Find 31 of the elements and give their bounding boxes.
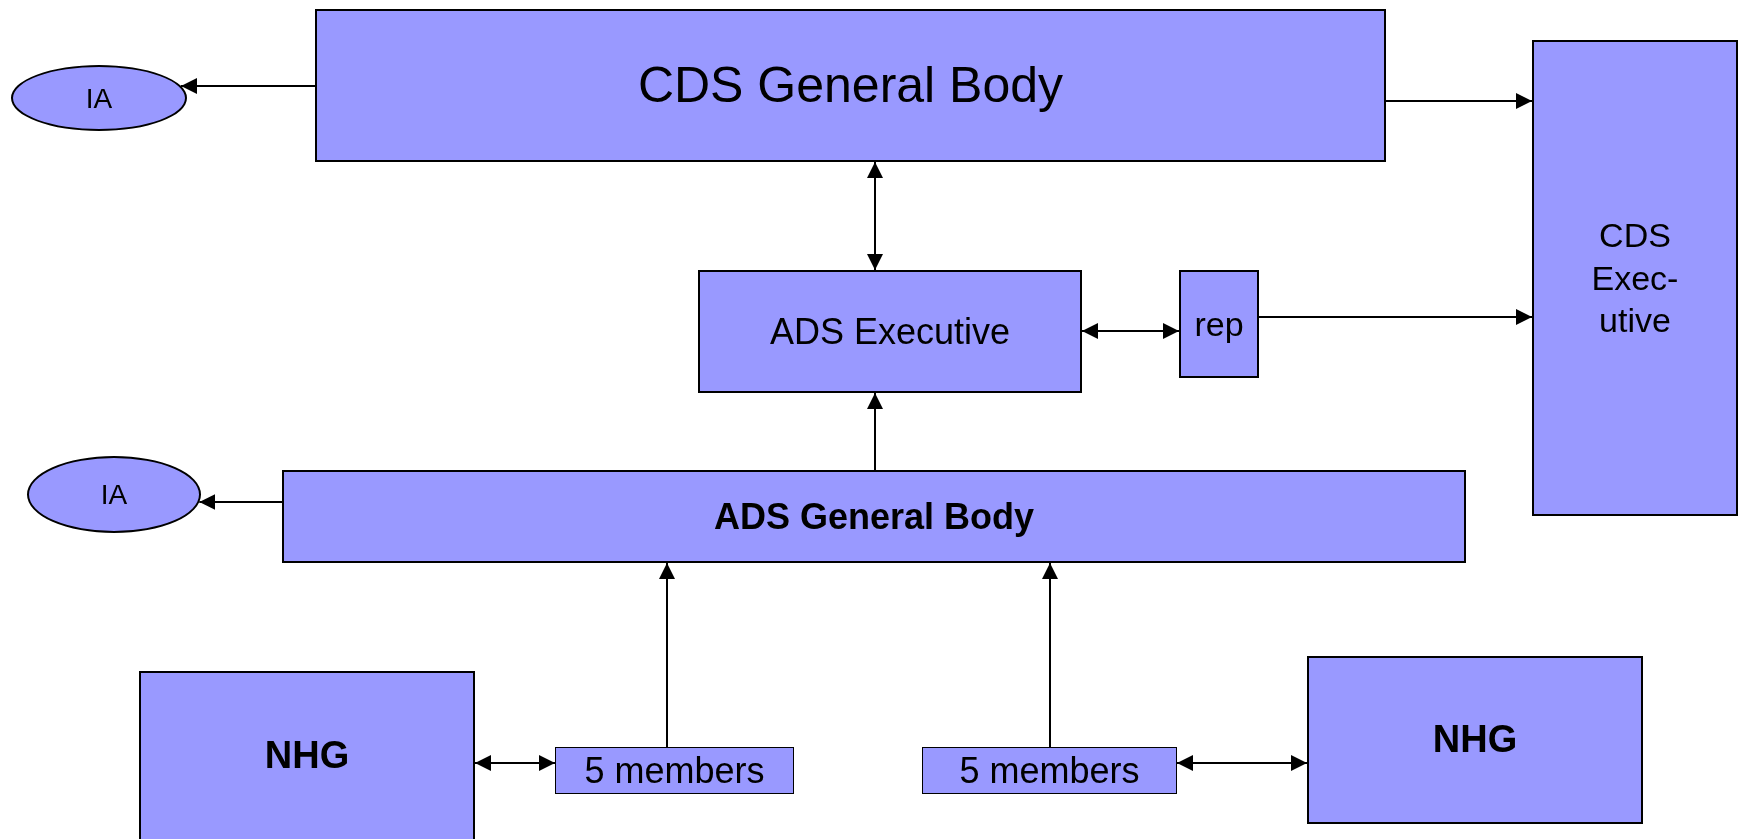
node-label: NHG xyxy=(1432,717,1518,763)
process-box xyxy=(282,470,1466,563)
process-box xyxy=(139,671,475,839)
arrow xyxy=(1042,562,1058,748)
node-label: 5 members xyxy=(584,749,765,793)
node-label: CDS Exec-utive xyxy=(1590,215,1680,342)
arrow xyxy=(867,161,883,271)
arrow xyxy=(1176,755,1308,771)
arrow xyxy=(659,562,675,748)
node-label: IA xyxy=(100,478,128,512)
node-label: NHG xyxy=(264,733,350,779)
arrow xyxy=(474,755,556,771)
arrow xyxy=(867,392,883,471)
process-box xyxy=(1179,270,1259,378)
node-label: 5 members xyxy=(959,749,1140,793)
node-label: ADS Executive xyxy=(769,310,1011,354)
node-label: rep xyxy=(1194,303,1244,345)
process-box xyxy=(1307,656,1643,824)
process-box xyxy=(315,9,1386,162)
node-label: CDS General Body xyxy=(637,56,1064,116)
arrow xyxy=(1258,309,1533,325)
arrow xyxy=(1385,93,1533,109)
node-label: ADS General Body xyxy=(713,495,1035,539)
node-label: IA xyxy=(85,81,113,116)
process-box xyxy=(555,747,794,794)
arrow xyxy=(180,78,316,94)
process-box xyxy=(698,270,1082,393)
process-box xyxy=(922,747,1177,794)
arrow xyxy=(1081,323,1180,339)
arrow xyxy=(198,494,283,510)
process-box xyxy=(1532,40,1738,516)
